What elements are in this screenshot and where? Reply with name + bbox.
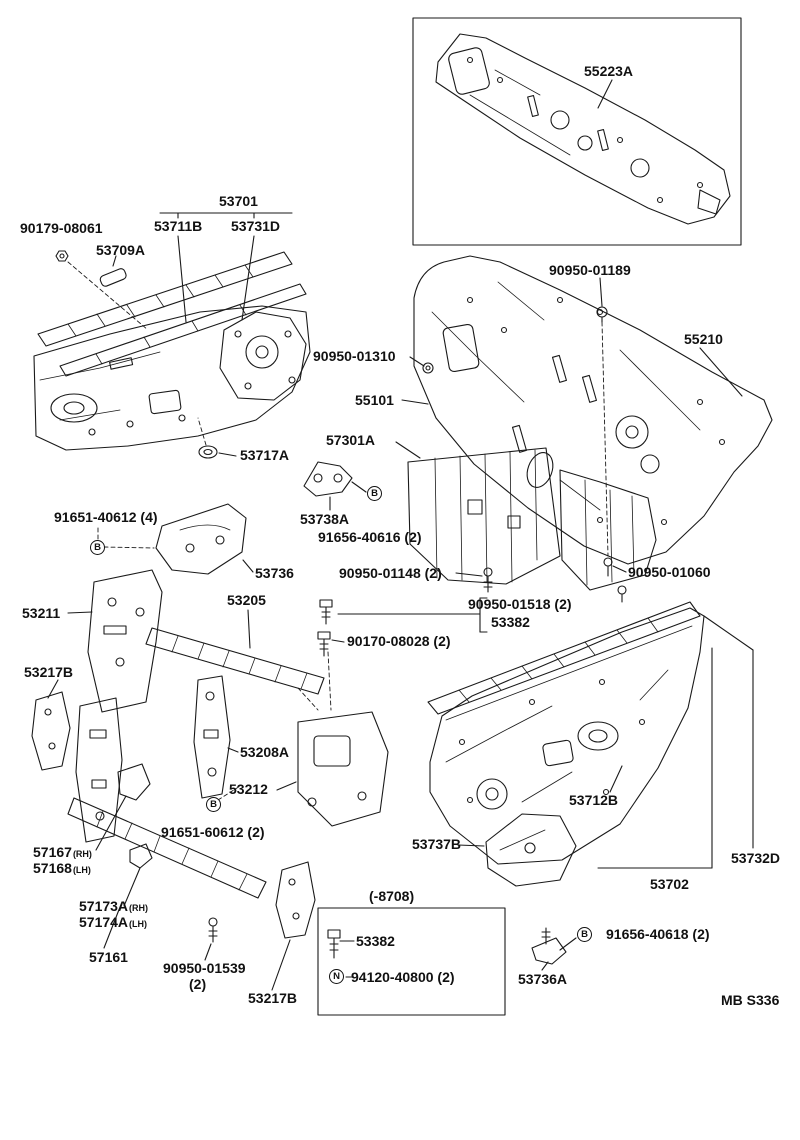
part-label-57167: 57167(RH) <box>33 845 92 860</box>
radiator-support-assembly <box>31 569 389 991</box>
part-label-53711B: 53711B <box>154 218 203 234</box>
part-label-91651-40612: 91651-40612 (4) <box>54 509 158 525</box>
part-label-53212: 53212 <box>229 781 268 797</box>
part-number: 57168 <box>33 860 72 876</box>
part-label-90950-01310: 90950-01310 <box>313 348 396 364</box>
part-label-94120-40800: 94120-40800 (2) <box>351 969 455 985</box>
part-label-53709A: 53709A <box>96 242 146 258</box>
hardware-callouts <box>317 567 493 657</box>
side-suffix: (LH) <box>129 919 148 929</box>
part-label-53382-a: 53382 <box>491 614 530 630</box>
bolt-marker-B-icon: B <box>90 540 105 555</box>
part-label-53737B: 53737B <box>412 836 462 852</box>
part-label-8708-range: (-8708) <box>369 888 415 904</box>
insulator-panels <box>97 417 657 591</box>
part-label-53712B: 53712B <box>569 792 619 808</box>
part-label-90950-01060: 90950-01060 <box>628 564 711 580</box>
part-label-90170-08028: 90170-08028 (2) <box>347 633 451 649</box>
part-label-55101: 55101 <box>355 392 394 408</box>
part-label-53211: 53211 <box>22 605 61 621</box>
part-label-90950-01539: 90950-01539 <box>163 960 246 976</box>
front-side-member-assembly <box>33 212 311 451</box>
part-label-90179-08061: 90179-08061 <box>20 220 103 236</box>
part-label-53217B-b: 53217B <box>248 990 298 1006</box>
part-label-53208A: 53208A <box>240 744 290 760</box>
nut-marker-N-icon: N <box>329 969 344 984</box>
part-label-53736: 53736 <box>255 565 294 581</box>
part-label-57174A: 57174A(LH) <box>79 915 147 930</box>
part-label-91656-40616: 91656-40616 (2) <box>318 529 422 545</box>
part-label-53701: 53701 <box>219 193 258 209</box>
diagram-code: MB S336 <box>721 992 780 1008</box>
part-label-53736A: 53736A <box>518 971 568 987</box>
part-label-90950-01148: 90950-01148 (2) <box>339 565 442 581</box>
part-label-57168: 57168(LH) <box>33 861 91 876</box>
part-label-53717A: 53717A <box>240 447 290 463</box>
part-label-53205: 53205 <box>227 592 266 608</box>
part-label-53731D: 53731D <box>231 218 281 234</box>
part-label-53732D: 53732D <box>731 850 781 866</box>
side-suffix: (LH) <box>72 865 91 875</box>
part-number: 57174A <box>79 914 129 930</box>
part-label-qty-2: (2) <box>189 976 207 992</box>
part-label-55223A: 55223A <box>584 63 634 79</box>
part-label-57301A: 57301A <box>326 432 376 448</box>
part-label-90950-01518: 90950-01518 (2) <box>468 596 572 612</box>
bolt-marker-B-icon: B <box>577 927 592 942</box>
side-suffix: (RH) <box>129 903 149 913</box>
inset-dash-panel-box <box>412 17 742 246</box>
part-label-91656-40618: 91656-40618 (2) <box>606 926 710 942</box>
part-label-53702: 53702 <box>650 876 689 892</box>
part-label-91651-60612: 91651-60612 (2) <box>161 824 265 840</box>
part-label-90950-01189: 90950-01189 <box>549 262 631 278</box>
part-label-57161: 57161 <box>89 949 128 965</box>
part-label-53382-b: 53382 <box>356 933 395 949</box>
part-label-57173A: 57173A(RH) <box>79 899 148 914</box>
bolt-marker-B-icon: B <box>367 486 382 501</box>
part-label-55210: 55210 <box>684 331 723 347</box>
part-label-53738A: 53738A <box>300 511 350 527</box>
part-number: 57167 <box>33 844 72 860</box>
part-number: 57173A <box>79 898 129 914</box>
front-fender-apron-rh <box>427 601 754 971</box>
bolt-marker-B-icon: B <box>206 797 221 812</box>
part-label-53217B-a: 53217B <box>24 664 74 680</box>
bottom-parts-box <box>317 907 506 1016</box>
side-suffix: (RH) <box>72 849 92 859</box>
dash-panel <box>401 255 773 603</box>
